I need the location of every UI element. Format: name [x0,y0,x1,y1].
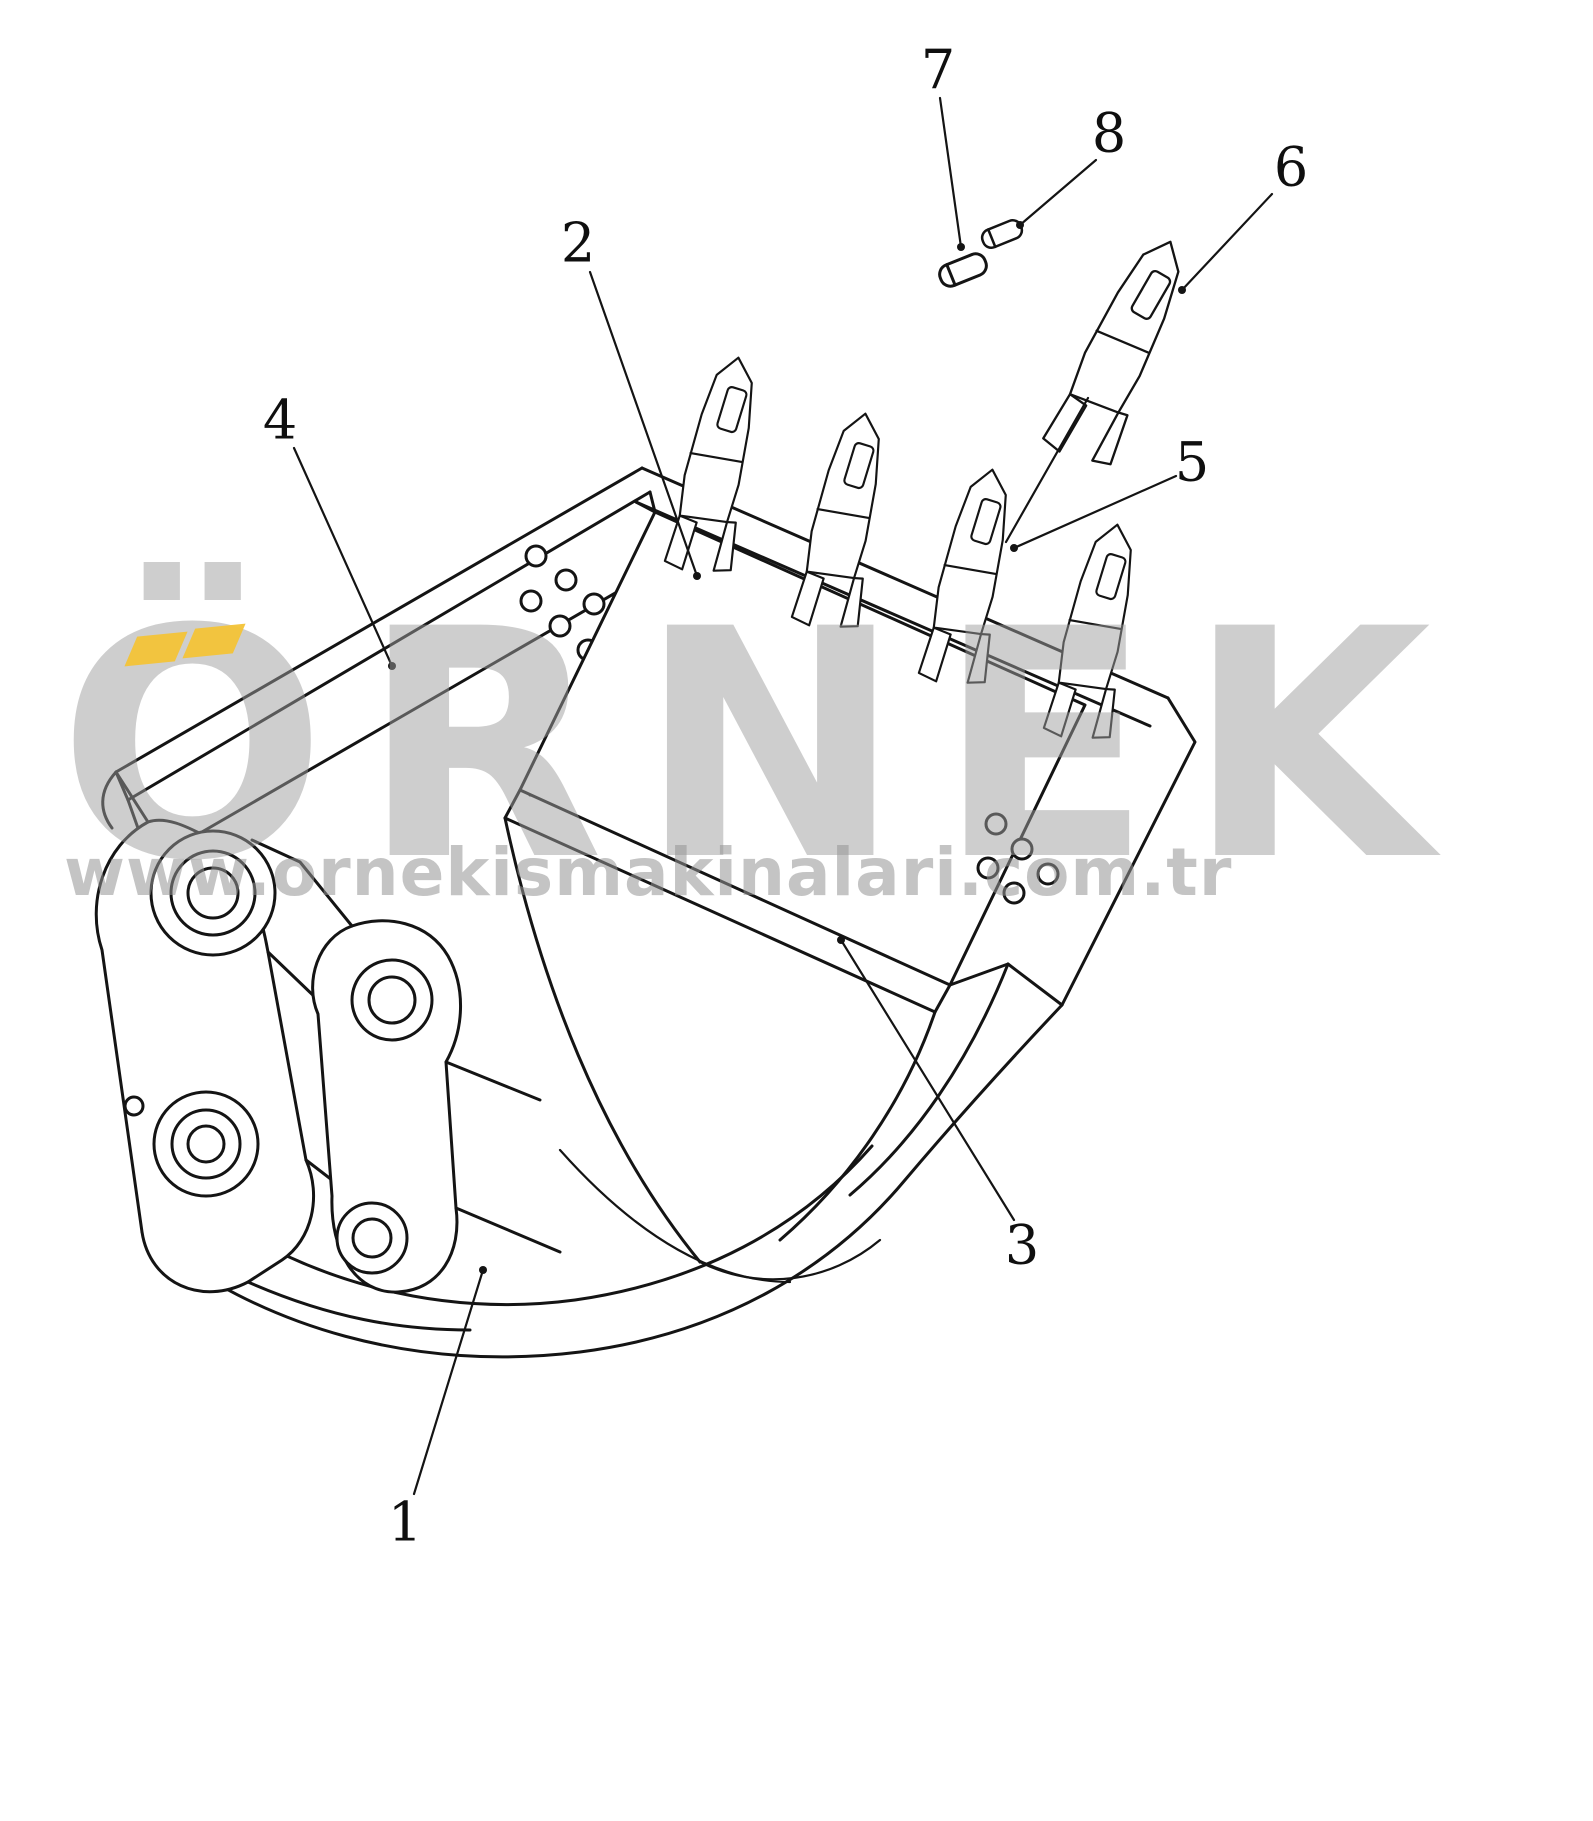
leader-lines [292,96,1274,1496]
lock-pin-large [935,249,991,291]
bucket-tooth-2 [789,406,906,638]
bucket-tooth-3-adapter [916,462,1033,694]
callout-label-5: 5 [1174,430,1210,494]
bucket-shell [140,816,1064,1359]
callout-label-7: 7 [920,38,956,102]
callout-label-2: 2 [560,211,596,275]
bucket-tooth-1 [662,350,779,582]
bucket-tooth-4 [1041,517,1158,749]
side-plate-bolt-holes [976,812,1060,905]
callout-label-4: 4 [262,388,298,452]
mounting-bracket [94,770,562,1332]
bucket-right-side-plate [848,696,1197,1197]
callout-label-3: 3 [1004,1213,1040,1277]
callout-label-6: 6 [1273,135,1309,199]
callout-label-1: 1 [387,1490,423,1554]
bucket-opening [503,510,1087,1014]
callout-label-8: 8 [1091,101,1127,165]
